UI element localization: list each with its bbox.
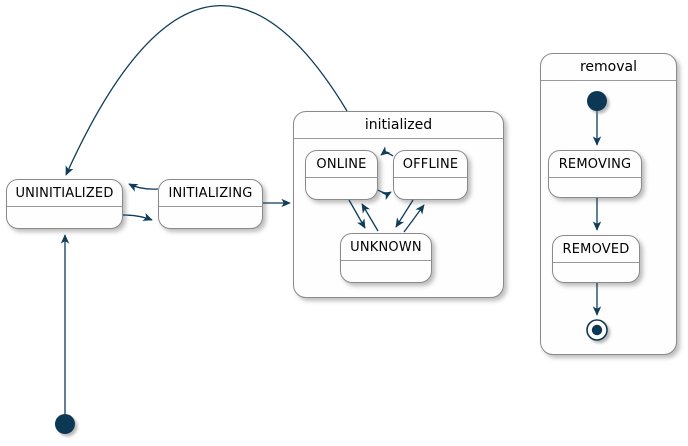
composite-title-removal: removal bbox=[541, 54, 676, 81]
state-label-offline: OFFLINE bbox=[394, 151, 467, 178]
initial-state-dot bbox=[55, 414, 75, 434]
state-initializing: INITIALIZING bbox=[158, 179, 263, 229]
state-unknown: UNKNOWN bbox=[340, 233, 432, 283]
transition-uninitialized-to-initializing bbox=[122, 212, 153, 221]
transition-initializing-to-uninitialized bbox=[128, 183, 159, 192]
state-uninitialized: UNINITIALIZED bbox=[6, 179, 123, 229]
state-label-initializing: INITIALIZING bbox=[159, 180, 262, 207]
state-label-online: ONLINE bbox=[306, 151, 377, 178]
state-removed: REMOVED bbox=[552, 235, 640, 283]
state-label-removing: REMOVING bbox=[549, 151, 641, 178]
state-label-unknown: UNKNOWN bbox=[341, 234, 431, 261]
state-removing: REMOVING bbox=[548, 150, 642, 198]
state-label-removed: REMOVED bbox=[553, 236, 639, 263]
composite-title-initialized: initialized bbox=[294, 112, 503, 139]
composite-state-removal: removal bbox=[540, 53, 677, 355]
state-label-uninitialized: UNINITIALIZED bbox=[7, 180, 122, 207]
state-offline: OFFLINE bbox=[393, 150, 468, 200]
state-online: ONLINE bbox=[305, 150, 378, 200]
